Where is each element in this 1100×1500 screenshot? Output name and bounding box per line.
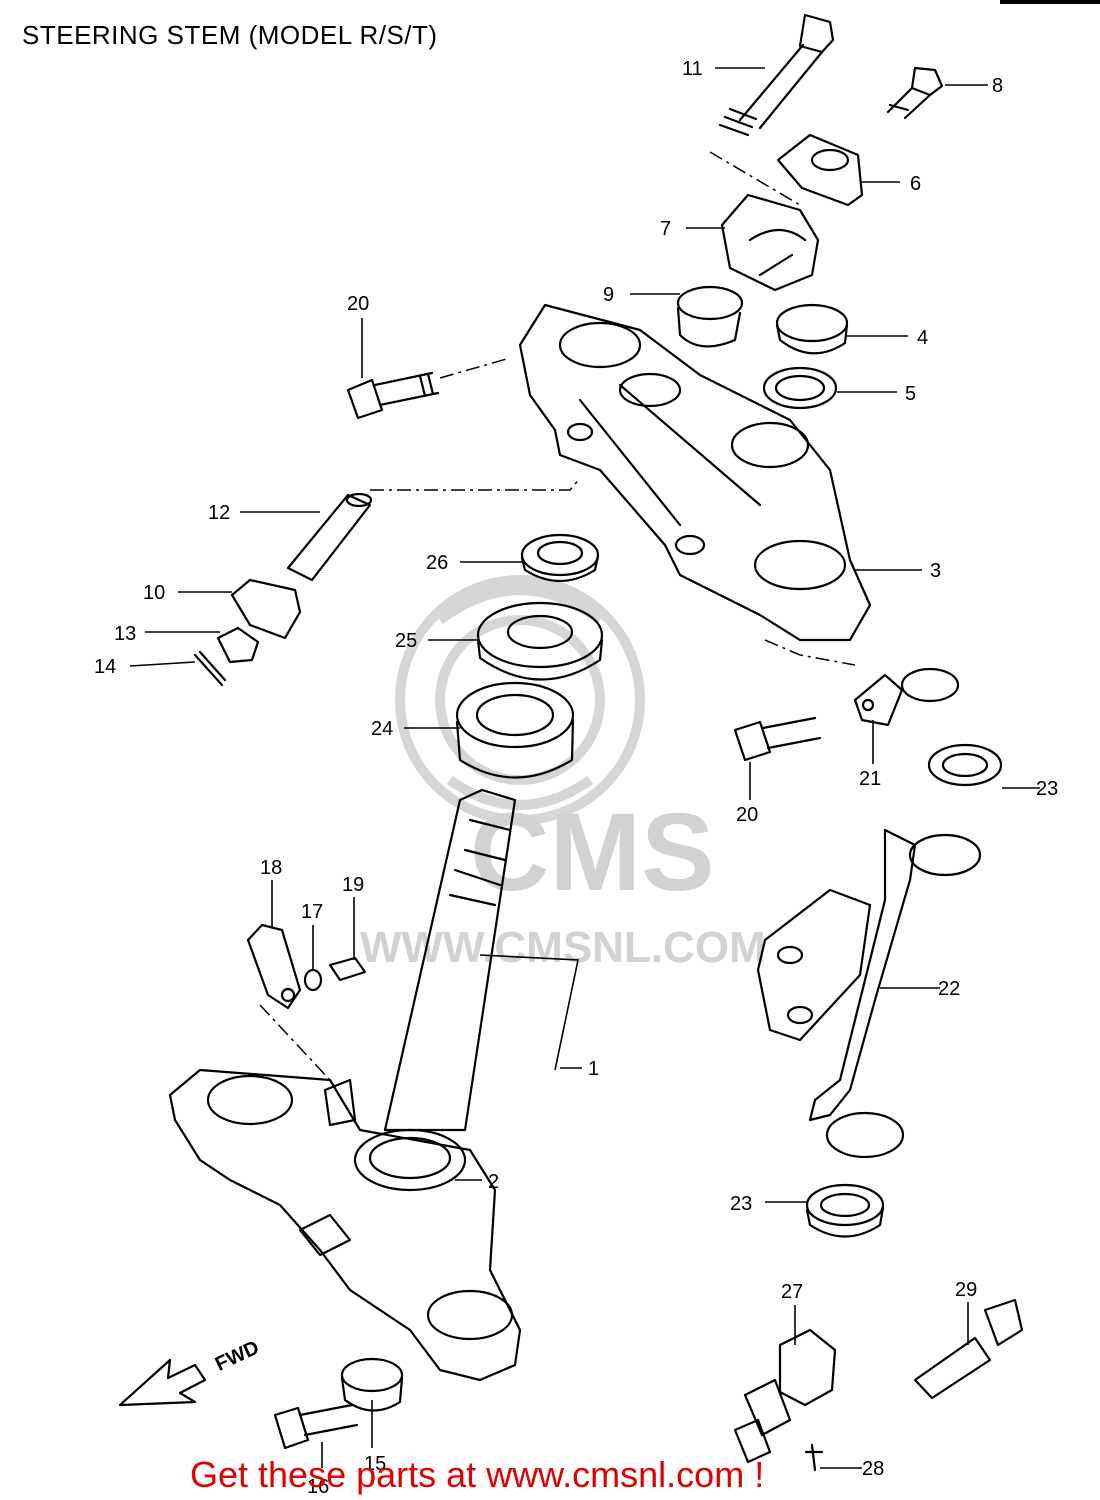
callout-28: 28 xyxy=(862,1458,884,1480)
part-5-washer xyxy=(762,366,838,410)
callout-15: 15 xyxy=(364,1453,386,1475)
cms-watermark: CMS WWW.CMSNL.COM xyxy=(360,575,766,972)
callout-2: 2 xyxy=(488,1171,499,1193)
fwd-label: FWD xyxy=(212,1337,263,1376)
callout-12: 12 xyxy=(208,502,230,524)
part-28-screw xyxy=(804,1443,824,1472)
callout-22: 22 xyxy=(938,978,960,1000)
callout-29: 29 xyxy=(955,1279,977,1301)
part-9-cushion xyxy=(676,285,744,348)
callout-1: 1 xyxy=(588,1058,599,1080)
corner-bar xyxy=(1000,0,1100,4)
part-26-steering-nut xyxy=(520,533,600,582)
part-23-grommet-upper xyxy=(900,667,1003,787)
callout-3: 3 xyxy=(930,560,941,582)
part-24-bearing xyxy=(455,681,575,779)
part-21-guide xyxy=(853,673,904,727)
callout-11: 11 xyxy=(682,58,703,80)
callout-10: 10 xyxy=(143,582,165,604)
part-29-lock xyxy=(913,1298,1024,1400)
callout-16: 16 xyxy=(307,1476,329,1498)
callout-20-middle: 20 xyxy=(736,804,758,826)
callout-27: 27 xyxy=(781,1281,803,1303)
callout-13: 13 xyxy=(114,623,136,645)
watermark-url-text: WWW.CMSNL.COM xyxy=(360,923,766,972)
callout-24: 24 xyxy=(371,718,393,740)
callout-4: 4 xyxy=(917,327,928,349)
callout-20-upper: 20 xyxy=(347,293,369,315)
footer-link[interactable]: Get these parts at www.cmsnl.com ! xyxy=(190,1454,765,1495)
fwd-arrow-icon xyxy=(118,1358,207,1407)
callout-17: 17 xyxy=(301,901,323,923)
callout-6: 6 xyxy=(910,173,921,195)
part-20-bolt-upper xyxy=(346,371,440,420)
part-3-upper-bracket xyxy=(518,303,872,642)
callout-26: 26 xyxy=(426,552,448,574)
part-1-steering-stem xyxy=(168,788,522,1382)
part-14-cotter-pin xyxy=(193,650,227,687)
part-23-grommet-lower xyxy=(805,1183,885,1238)
leader-lines xyxy=(129,67,1040,1469)
part-22-bracket xyxy=(756,828,982,1159)
part-17-washer xyxy=(303,968,323,992)
part-12-pipe xyxy=(286,492,373,582)
callout-19: 19 xyxy=(342,874,364,896)
part-27-steering-lock xyxy=(733,1328,837,1464)
part-2-seal xyxy=(353,1128,467,1192)
callout-5: 5 xyxy=(905,383,916,405)
callout-9: 9 xyxy=(603,284,614,306)
callout-7: 7 xyxy=(660,218,671,240)
callout-labels: 11 8 6 7 9 20 4 5 12 26 3 10 13 14 25 24… xyxy=(94,58,1058,1498)
part-13-nut xyxy=(216,626,260,664)
part-18-bracket xyxy=(246,923,302,1010)
callout-21: 21 xyxy=(859,768,881,790)
callout-23-lower: 23 xyxy=(730,1193,752,1215)
callout-18: 18 xyxy=(260,857,282,879)
part-11-bolt xyxy=(718,13,835,137)
parts-group: FWD xyxy=(118,13,1024,1472)
watermark-logo-text: CMS xyxy=(470,791,714,914)
part-19-bolt xyxy=(328,956,367,982)
part-7-handlebar-holder xyxy=(720,193,820,292)
part-10-cushion xyxy=(230,578,302,640)
callout-25: 25 xyxy=(395,630,417,652)
part-25-dust-seal xyxy=(476,601,604,681)
callout-14: 14 xyxy=(94,656,116,678)
reference-lines xyxy=(259,151,856,1081)
part-16-bolt xyxy=(273,1403,359,1450)
part-20-bolt-middle xyxy=(733,716,822,762)
part-6-handlebar-clamp xyxy=(776,133,864,207)
callout-23-upper: 23 xyxy=(1036,778,1058,800)
callout-8: 8 xyxy=(992,75,1003,97)
part-4-cap xyxy=(775,303,849,355)
diagram-title: STEERING STEM (MODEL R/S/T) xyxy=(22,20,438,50)
part-8-bolt xyxy=(886,66,944,120)
